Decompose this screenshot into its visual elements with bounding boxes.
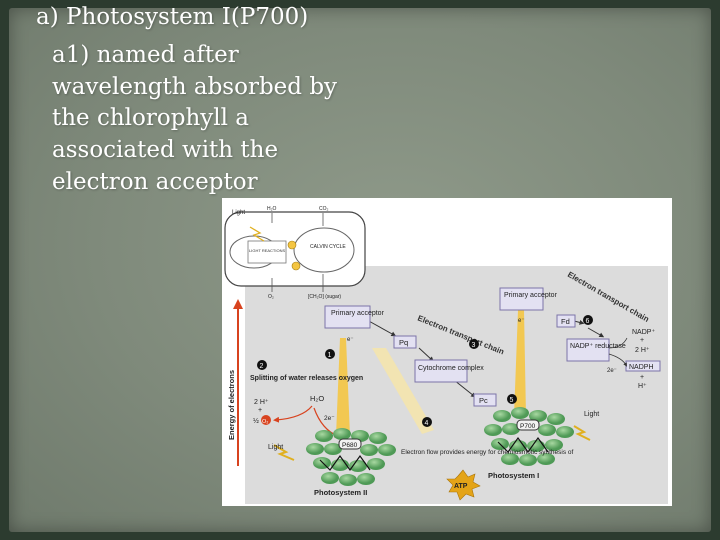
svg-text:Primary acceptor: Primary acceptor xyxy=(331,310,385,317)
inset-o2-label: O₂ xyxy=(268,294,274,300)
svg-text:2: 2 xyxy=(260,363,264,370)
bullet-line-5: electron acceptor xyxy=(52,169,258,195)
svg-text:Primary acceptor: Primary acceptor xyxy=(504,292,558,299)
svg-text:ATP: ATP xyxy=(454,483,468,490)
splitting-water-label: Splitting of water releases oxygen xyxy=(250,375,363,382)
two-e-right-label: 2e⁻ xyxy=(607,368,617,374)
fd-box: Fd xyxy=(556,314,576,328)
two-h-label: 2 H⁺ xyxy=(635,347,650,354)
electron-label-ps2: e⁻ xyxy=(347,337,354,343)
svg-text:NADPH: NADPH xyxy=(629,364,654,371)
svg-text:1: 1 xyxy=(328,352,332,359)
photosystem-i-antenna: P700 xyxy=(484,407,574,466)
step-1: 1 xyxy=(325,349,335,359)
svg-text:6: 6 xyxy=(586,318,590,325)
light-right-label: Light xyxy=(584,411,599,418)
nadp-reductase-box: NADP⁺ reductase xyxy=(566,338,626,362)
inset-h2o-label: H₂O xyxy=(267,206,277,212)
inset-co2-label: CO₂ xyxy=(319,206,329,212)
inset-calvin-cycle: CALVIN CYCLE xyxy=(310,244,346,250)
light-bolt-right xyxy=(573,425,591,441)
svg-text:4: 4 xyxy=(425,420,429,427)
svg-text:NADP⁺ reductase: NADP⁺ reductase xyxy=(570,343,626,350)
photosystem-ii-label: Photosystem II xyxy=(314,488,367,497)
nadp-plus-label: NADP⁺ xyxy=(632,329,655,336)
inset-sugar-label: [CH₂O] (sugar) xyxy=(308,294,341,300)
plus-sign-2: + xyxy=(640,374,644,381)
bullet-line-3: the chlorophyll a xyxy=(52,105,249,131)
oxygen-icon xyxy=(261,415,271,425)
svg-text:Cytochrome complex: Cytochrome complex xyxy=(418,365,484,372)
slide-heading: a) Photosystem I(P700) xyxy=(36,4,309,30)
electron-flow-note: Electron flow provides energy for chemio… xyxy=(401,449,574,456)
bullet-line-4: associated with the xyxy=(52,137,279,163)
step-2: 2 xyxy=(257,360,267,370)
nadph-box: NADPH xyxy=(625,360,661,372)
svg-text:Pq: Pq xyxy=(399,338,408,347)
diagram-panel xyxy=(245,266,668,504)
atp-starburst: ATP xyxy=(446,469,481,501)
photosynthesis-diagram: Light H₂O CO₂ LIGHT REACTIONS CALVIN CYC… xyxy=(222,198,672,506)
cytochrome-box: Cytochrome complex xyxy=(414,359,484,383)
oxygen-label: O₂ xyxy=(262,419,268,425)
bullet-line-1: a1) named after xyxy=(52,42,239,68)
svg-text:5: 5 xyxy=(510,397,514,404)
photosystem-i-label: Photosystem I xyxy=(488,471,539,480)
svg-text:P680: P680 xyxy=(342,442,358,449)
step-5: 5 xyxy=(507,394,517,404)
two-e-left-label: 2e⁻ xyxy=(324,415,335,422)
photosystem-ii-antenna: P680 xyxy=(306,428,396,486)
electron-label-ps1: e⁻ xyxy=(518,318,525,324)
energy-axis-label: Energy of electrons xyxy=(227,370,236,440)
plus-sign: + xyxy=(640,337,644,344)
h-plus-label: H⁺ xyxy=(638,383,647,390)
light-bolt-left xyxy=(273,444,295,461)
step-3: 3 xyxy=(469,339,479,349)
pq-box: Pq xyxy=(393,335,417,349)
step-4: 4 xyxy=(422,417,432,427)
half-label: ½ xyxy=(253,417,259,425)
primary-acceptor-ps2-box: Primary acceptor xyxy=(324,305,385,329)
primary-acceptor-ps1-box: Primary acceptor xyxy=(499,287,558,311)
svg-text:Pc: Pc xyxy=(479,396,488,405)
pc-box: Pc xyxy=(473,393,497,407)
svg-text:3: 3 xyxy=(472,342,476,349)
plus-left: + xyxy=(258,407,262,414)
svg-text:Fd: Fd xyxy=(561,317,570,326)
ps1-excitation-beam xyxy=(514,310,526,416)
chloroplast-inset: Light H₂O CO₂ LIGHT REACTIONS CALVIN CYC… xyxy=(224,206,366,300)
ps2-excitation-beam xyxy=(336,338,350,436)
light-left-label: Light xyxy=(268,444,283,451)
step-6: 6 xyxy=(583,315,593,325)
h2o-label: H₂O xyxy=(310,394,324,403)
bullet-line-2: wavelength absorbed by xyxy=(52,74,338,100)
two-h-plus-left: 2 H⁺ xyxy=(254,399,269,406)
inset-light-label: Light xyxy=(232,210,245,216)
inset-light-reactions: LIGHT REACTIONS xyxy=(249,248,285,253)
svg-text:P700: P700 xyxy=(520,423,536,430)
